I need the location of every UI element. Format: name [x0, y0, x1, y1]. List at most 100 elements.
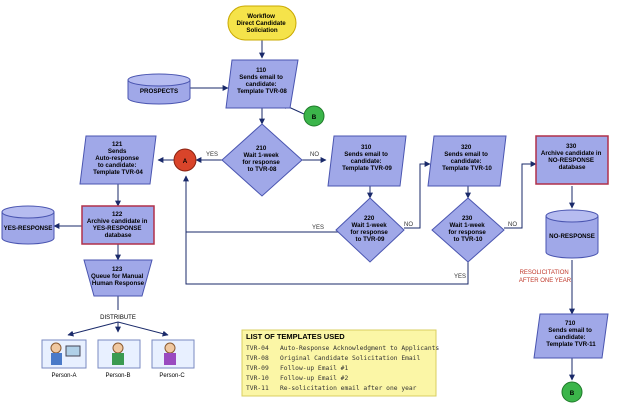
node-320-line-4: Template TVR-10: [442, 165, 492, 172]
edge-distribute-a: [67, 321, 119, 337]
node-330-line-3: NO-RESPONSE: [548, 157, 594, 164]
node-320: 320 Sends email to candidate: Template T…: [427, 135, 507, 187]
edge-label-no-230: NO: [508, 222, 517, 228]
template-code-0: TVR-04: [246, 345, 269, 352]
template-legend: LIST OF TEMPLATES USED TVR-04 Auto-Respo…: [241, 329, 439, 397]
node-320-line-2: Sends email to: [444, 151, 488, 158]
node-123: 123 Queue for Manual Human Response: [83, 259, 153, 297]
person-b: Person-B: [97, 339, 141, 379]
connector-b-top: B: [303, 105, 325, 127]
node-310: 310 Sends email to candidate: Template T…: [327, 135, 407, 187]
edge-230-330: [504, 161, 537, 229]
edges: [53, 40, 575, 381]
node-123-line-1: 123: [112, 266, 123, 273]
prospects-database: PROSPECTS: [127, 73, 191, 105]
node-110-line-3: candidate:: [246, 81, 277, 88]
template-desc-1: Original Candidate Solicitation Email: [280, 355, 420, 362]
decision-210-line-2: Wait 1-week: [244, 152, 280, 159]
start-line-1: Workflow: [247, 13, 275, 20]
node-310-line-1: 310: [361, 144, 372, 151]
node-710-line-2: Sends email to: [548, 327, 592, 334]
node-320-line-3: candidate:: [451, 158, 482, 165]
svg-text:310 Sends email to: 310 Sends email to candidate: Template T…: [342, 144, 392, 172]
node-121-line-5: Template TVR-04: [93, 169, 143, 176]
template-legend-title: LIST OF TEMPLATES USED: [246, 332, 345, 341]
person-c: Person-C: [151, 339, 195, 379]
node-320-line-1: 320: [461, 144, 472, 151]
svg-text:230 Wait 1-week fo: 230 Wait 1-week for response to TVR-10: [448, 215, 487, 243]
node-310-line-4: Template TVR-09: [342, 165, 392, 172]
edge-label-yes-210: YES: [206, 152, 218, 158]
edge-distribute-c: [117, 321, 169, 337]
node-310-line-3: candidate:: [351, 158, 382, 165]
template-desc-3: Follow-up Email #2: [280, 375, 348, 382]
node-330: 330 Archive candidate in NO-RESPONSE dat…: [535, 135, 609, 185]
decision-230: 230 Wait 1-week for response to TVR-10: [431, 197, 505, 263]
node-710-line-4: Template TVR-11: [546, 341, 596, 348]
edge-label-no-210: NO: [310, 152, 319, 158]
decision-210-line-3: for response: [242, 159, 280, 166]
connector-a-label: A: [183, 158, 188, 165]
decision-230-line-2: Wait 1-week: [450, 222, 486, 229]
node-123-line-3: Human Response: [92, 280, 145, 287]
decision-230-line-1: 230: [462, 215, 473, 222]
edge-220-320: [404, 161, 431, 229]
person-a-label: Person-A: [51, 373, 76, 379]
node-110-line-1: 110: [256, 67, 267, 74]
yes-response-database: YES-RESPONSE: [1, 205, 55, 245]
node-110: 110 Sends email to candidate: Template T…: [225, 59, 299, 109]
decision-220-line-1: 220: [364, 215, 375, 222]
template-desc-0: Auto-Response Acknowledgment to Applican…: [280, 345, 439, 352]
node-123-line-2: Queue for Manual: [91, 273, 144, 280]
template-code-4: TVR-11: [246, 385, 269, 392]
edge-label-yes-220: YES: [312, 225, 324, 231]
node-110-line-2: Sends email to: [239, 74, 283, 81]
node-122-line-4: database: [105, 232, 132, 239]
decision-230-line-3: for response: [448, 229, 486, 236]
person-c-label: Person-C: [159, 373, 185, 379]
decision-220-line-2: Wait 1-week: [352, 222, 388, 229]
connector-b-bottom-label: B: [570, 390, 575, 397]
svg-text:RESOLICITATION AFTER ONE Y: RESOLICITATION AFTER ONE YEAR: [519, 270, 572, 284]
start-node: Workflow Direct Candidate Soliciation: [227, 5, 297, 41]
svg-text:210 Wait 1-week fo: 210 Wait 1-week for response to TVR-08: [242, 145, 281, 173]
template-code-3: TVR-10: [246, 375, 269, 382]
node-110-line-4: Template TVR-08: [237, 88, 287, 95]
svg-text:122 Archive candidate in: 122 Archive candidate in YES-RESPONSE da…: [87, 211, 149, 239]
edge-label-no-220: NO: [404, 222, 413, 228]
decision-230-line-4: to TVR-10: [454, 236, 483, 243]
no-response-label: NO-RESPONSE: [549, 233, 595, 240]
resolicitation-line-2: AFTER ONE YEAR: [519, 278, 572, 284]
node-310-line-2: Sends email to: [344, 151, 388, 158]
svg-text:330 Archive candidate in: 330 Archive candidate in NO-RESPONSE dat…: [541, 143, 603, 171]
decision-210-line-4: to TVR-08: [248, 166, 277, 173]
decision-220-line-4: to TVR-09: [356, 236, 385, 243]
decision-220-line-3: for response: [350, 229, 388, 236]
template-desc-2: Follow-up Email #1: [280, 365, 348, 372]
svg-text:121 Sends Auto-res: 121 Sends Auto-response to candidate: Te…: [93, 141, 143, 176]
svg-text:Workflow Direct Candidat: Workflow Direct Candidate Soliciation: [237, 13, 288, 34]
node-330-line-1: 330: [566, 143, 577, 150]
connector-a: A: [173, 148, 197, 172]
connector-b-top-label: B: [312, 114, 317, 121]
node-710-line-1: 710: [565, 320, 576, 327]
person-a: Person-A: [41, 339, 87, 379]
svg-text:123 Queue for Manual: 123 Queue for Manual Human Response: [91, 266, 145, 287]
node-330-line-2: Archive candidate in: [541, 150, 602, 157]
template-code-1: TVR-08: [246, 355, 269, 362]
node-710-line-3: candidate:: [555, 334, 586, 341]
person-b-label: Person-B: [105, 373, 130, 379]
edge-230-a: [185, 232, 469, 285]
node-122-line-2: Archive candidate in: [87, 218, 148, 225]
node-121-line-4: to candidate:: [98, 162, 137, 169]
yes-response-label: YES-RESPONSE: [4, 225, 53, 232]
decision-210-line-1: 210: [256, 145, 267, 152]
decision-210: 210 Wait 1-week for response to TVR-08: [221, 123, 303, 197]
start-line-2: Direct Candidate: [237, 20, 287, 27]
decision-220: 220 Wait 1-week for response to TVR-09: [335, 197, 405, 263]
svg-text:110 Sends email to: 110 Sends email to candidate: Template T…: [237, 67, 287, 95]
connector-b-bottom: B: [561, 381, 583, 403]
node-122-line-3: YES-RESPONSE: [93, 225, 142, 232]
node-330-line-4: database: [559, 164, 586, 171]
